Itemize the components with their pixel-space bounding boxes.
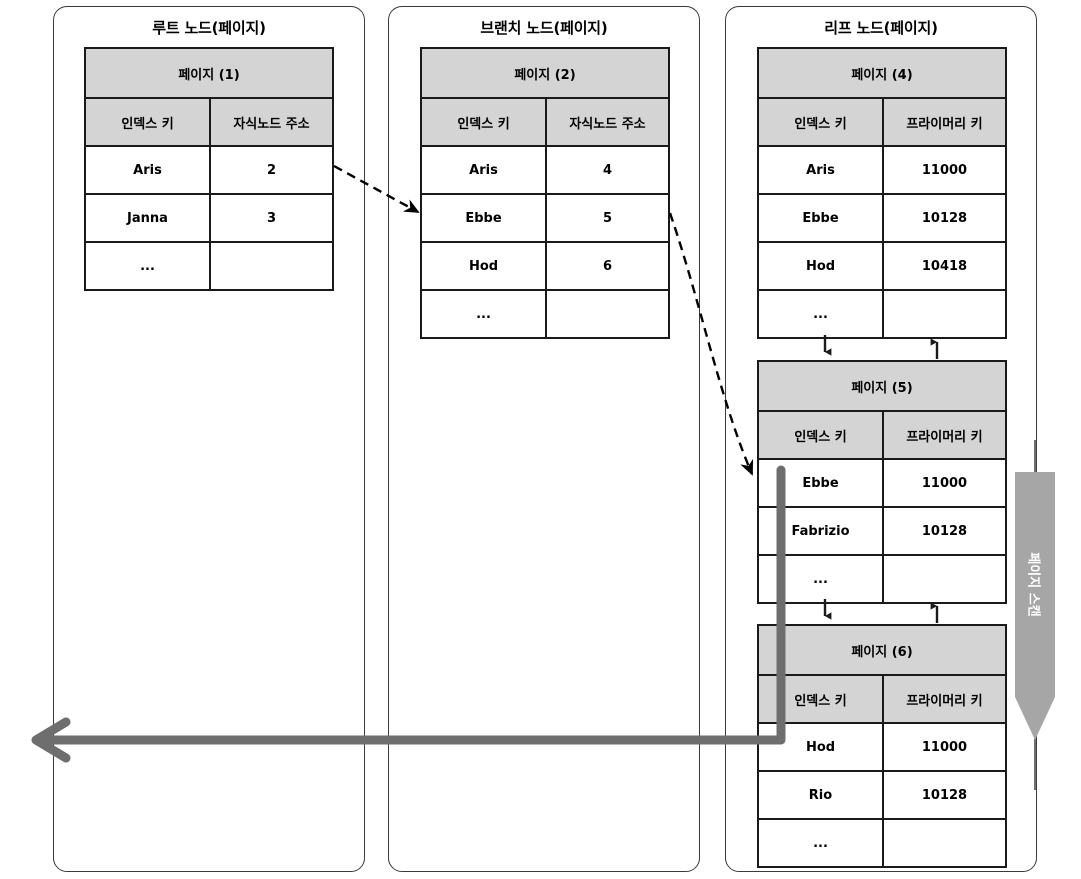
node-page-title-row: 페이지 (5) — [759, 362, 1005, 410]
table-row: ... — [759, 289, 1005, 337]
cell-index-key: Ebbe — [802, 210, 839, 226]
cell-index-key: Ebbe — [465, 210, 502, 226]
cell-child-address — [545, 291, 668, 337]
cell-primary-key: 10128 — [882, 508, 1005, 554]
table-row: Rio 10128 — [759, 770, 1005, 818]
cell-index-key: Hod — [468, 258, 499, 274]
table-row: Aris 11000 — [759, 145, 1005, 193]
cell-index-key: Aris — [469, 162, 498, 178]
column-header-child-address: 자식노드 주소 — [545, 99, 668, 145]
cell-index-key: Ebbe — [802, 475, 839, 491]
node-table-page1: 페이지 (1) 인덱스 키 자식노드 주소 Aris 2 Janna 3 ... — [84, 47, 334, 291]
scan-arrow-label: 페이지 스캔 — [1025, 552, 1041, 617]
table-row: Fabrizio 10128 — [759, 506, 1005, 554]
cell-index-key: Aris — [806, 162, 835, 178]
cell-index-key: Janna — [127, 210, 168, 226]
table-row: Hod 6 — [422, 241, 668, 289]
cell-primary-key: 10128 — [882, 772, 1005, 818]
panel-root-node-title: 루트 노드(페이지) — [152, 19, 266, 37]
node-page-title-row: 페이지 (2) — [422, 49, 668, 97]
cell-index-key: ... — [813, 306, 828, 322]
table-row: Ebbe 5 — [422, 193, 668, 241]
column-header-primary-key: 프라이머리 키 — [882, 412, 1005, 458]
table-row: Hod 10418 — [759, 241, 1005, 289]
node-page-title-row: 페이지 (4) — [759, 49, 1005, 97]
cell-index-key: ... — [813, 571, 828, 587]
node-table-page6: 페이지 (6) 인덱스 키 프라이머리 키 Hod 11000 Rio 1012… — [757, 624, 1007, 868]
table-row: ... — [422, 289, 668, 337]
table-row: ... — [759, 554, 1005, 602]
cell-index-key: ... — [813, 835, 828, 851]
column-header-index-key: 인덱스 키 — [121, 116, 174, 132]
column-header-index-key: 인덱스 키 — [794, 429, 847, 445]
node-column-header-row: 인덱스 키 프라이머리 키 — [759, 674, 1005, 722]
cell-child-address: 2 — [209, 147, 332, 193]
table-row: Ebbe 10128 — [759, 193, 1005, 241]
cell-child-address: 4 — [545, 147, 668, 193]
cell-primary-key: 10128 — [882, 195, 1005, 241]
node-column-header-row: 인덱스 키 자식노드 주소 — [86, 97, 332, 145]
node-page-label: 페이지 (6) — [851, 644, 913, 660]
node-table-page5: 페이지 (5) 인덱스 키 프라이머리 키 Ebbe 11000 Fabrizi… — [757, 360, 1007, 604]
node-page-title-row: 페이지 (1) — [86, 49, 332, 97]
table-row: ... — [759, 818, 1005, 866]
column-header-index-key: 인덱스 키 — [794, 116, 847, 132]
cell-index-key: Hod — [805, 739, 836, 755]
cell-primary-key — [882, 820, 1005, 866]
cell-child-address — [209, 243, 332, 289]
panel-leaf-node-title: 리프 노드(페이지) — [824, 19, 938, 37]
cell-child-address: 6 — [545, 243, 668, 289]
column-header-primary-key: 프라이머리 키 — [882, 99, 1005, 145]
column-header-index-key: 인덱스 키 — [794, 693, 847, 709]
cell-index-key: Rio — [808, 787, 833, 803]
cell-primary-key — [882, 291, 1005, 337]
node-page-label: 페이지 (4) — [851, 67, 913, 83]
node-table-page2: 페이지 (2) 인덱스 키 자식노드 주소 Aris 4 Ebbe 5 Hod … — [420, 47, 670, 339]
node-table-page4: 페이지 (4) 인덱스 키 프라이머리 키 Aris 11000 Ebbe 10… — [757, 47, 1007, 339]
cell-index-key: Aris — [133, 162, 162, 178]
table-row: ... — [86, 241, 332, 289]
column-header-child-address: 자식노드 주소 — [209, 99, 332, 145]
table-row: Ebbe 11000 — [759, 458, 1005, 506]
table-row: Hod 11000 — [759, 722, 1005, 770]
column-header-primary-key: 프라이머리 키 — [882, 676, 1005, 722]
node-column-header-row: 인덱스 키 프라이머리 키 — [759, 97, 1005, 145]
table-row: Janna 3 — [86, 193, 332, 241]
node-page-label: 페이지 (2) — [514, 67, 576, 83]
table-row: Aris 4 — [422, 145, 668, 193]
column-header-index-key: 인덱스 키 — [457, 116, 510, 132]
cell-child-address: 3 — [209, 195, 332, 241]
cell-index-key: ... — [140, 258, 155, 274]
cell-index-key: Hod — [805, 258, 836, 274]
cell-primary-key: 11000 — [882, 460, 1005, 506]
node-column-header-row: 인덱스 키 자식노드 주소 — [422, 97, 668, 145]
cell-child-address: 5 — [545, 195, 668, 241]
cell-primary-key: 10418 — [882, 243, 1005, 289]
panel-branch-node-title: 브랜치 노드(페이지) — [480, 19, 608, 37]
cell-primary-key: 11000 — [882, 724, 1005, 770]
node-page-title-row: 페이지 (6) — [759, 626, 1005, 674]
cell-index-key: ... — [476, 306, 491, 322]
cell-index-key: Fabrizio — [791, 523, 850, 539]
cell-primary-key: 11000 — [882, 147, 1005, 193]
table-row: Aris 2 — [86, 145, 332, 193]
cell-primary-key — [882, 556, 1005, 602]
node-page-label: 페이지 (5) — [851, 380, 913, 396]
node-page-label: 페이지 (1) — [178, 67, 240, 83]
node-column-header-row: 인덱스 키 프라이머리 키 — [759, 410, 1005, 458]
